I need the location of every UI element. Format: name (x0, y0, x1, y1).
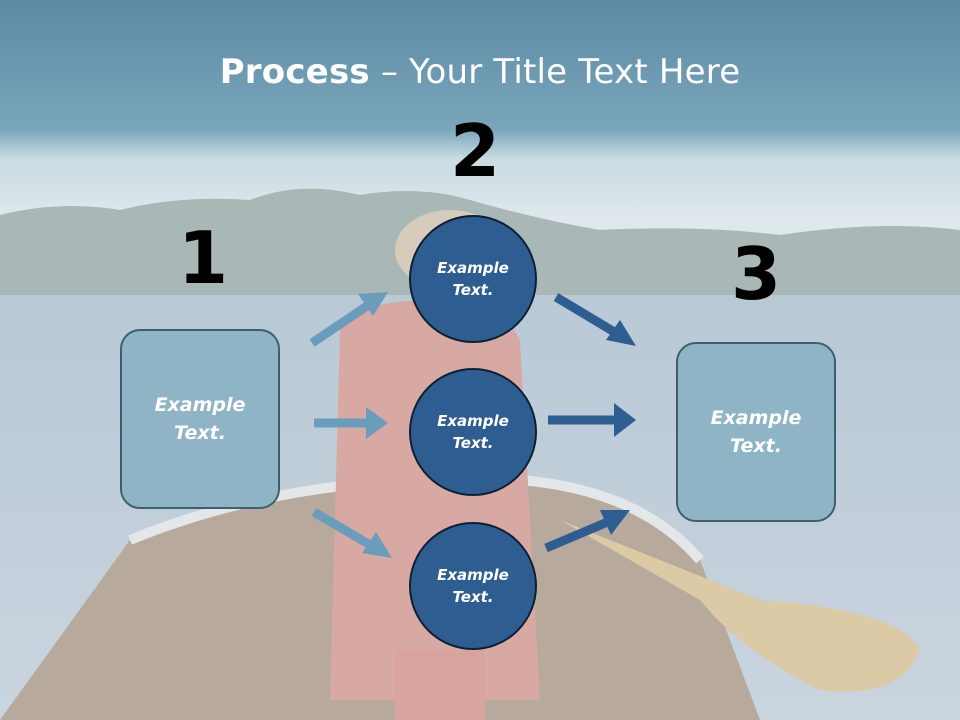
arrow-circle1-to-box3 (553, 293, 636, 346)
title-rest: – Your Title Text Here (369, 52, 741, 92)
arrow-box1-to-circle1 (309, 292, 388, 347)
step-3-text-line2: Text. (730, 435, 782, 457)
arrow-circle3-to-box3 (544, 510, 630, 553)
arrow-box1-to-circle2 (314, 407, 388, 439)
circle-bottom-line2: Text. (452, 588, 494, 606)
arrow-circle2-to-box3 (548, 403, 636, 437)
title-bold: Process (219, 52, 370, 92)
circle-top-line1: Example (437, 258, 509, 277)
step-1-text-line1: Example (154, 393, 246, 416)
circle-middle-line2: Text. (452, 434, 494, 452)
arrow-box1-to-circle3 (311, 508, 392, 558)
circle-top-line2: Text. (452, 281, 494, 299)
step-number-3: 3 (731, 232, 782, 316)
step-number-1: 1 (178, 216, 229, 300)
step-number-2: 2 (450, 109, 501, 193)
step-1-text-line2: Text. (174, 422, 226, 444)
circle-middle-line1: Example (437, 411, 509, 430)
circle-bottom-line1: Example (437, 565, 509, 584)
step-3-text-line1: Example (710, 406, 802, 429)
slide-title: Process – Your Title Text Here (0, 52, 960, 92)
